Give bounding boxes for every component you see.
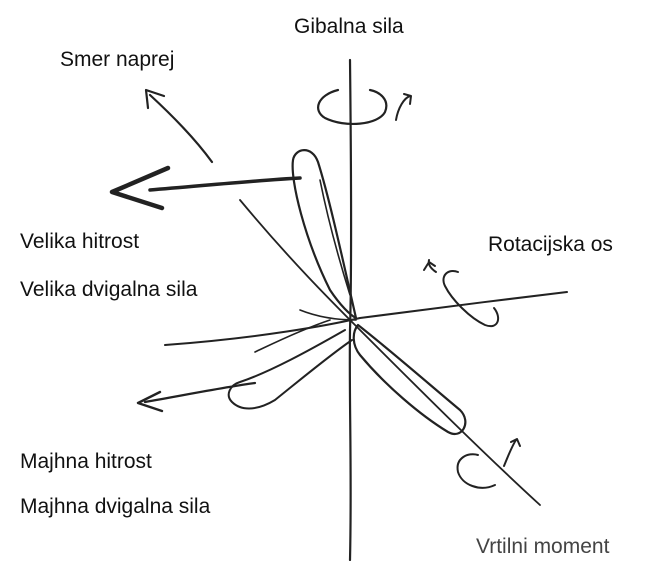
low-speed-label: Majhna hitrost [20, 450, 152, 473]
motive-force-label: Gibalna sila [294, 15, 404, 38]
horizontal-axis [164, 291, 568, 346]
propeller-blade-left [227, 329, 353, 410]
torque-axis [239, 199, 541, 506]
forward-direction-label: Smer naprej [60, 48, 175, 71]
rotation-arrow-bottom [503, 438, 521, 467]
hub-stroke [299, 309, 357, 321]
forward-direction-arrow [148, 93, 214, 164]
rotation-arrow-top [395, 93, 412, 121]
high-speed-arrow-shaft [148, 176, 302, 192]
high-lift-label: Velika dvigalna sila [20, 278, 198, 301]
propeller-blade-upper [291, 149, 358, 320]
high-speed-arrow-head [109, 165, 171, 211]
rotation-loop-top [317, 88, 388, 125]
propeller-blade-lower [352, 323, 467, 435]
rotation-axis-label: Rotacijska os [488, 233, 613, 256]
rotation-loop-bottom [456, 453, 496, 489]
rotation-arrow-right [423, 259, 437, 273]
rotation-loop-right [442, 270, 500, 328]
low-lift-label: Majhna dvigalna sila [20, 495, 211, 518]
forward-direction-arrow-head [144, 88, 166, 110]
high-speed-label: Velika hitrost [20, 230, 140, 253]
low-speed-arrow-head [136, 390, 164, 413]
blade-left-stroke [254, 319, 331, 353]
propeller-blade-upper-inner [319, 179, 351, 296]
torque-label: Vrtilni moment [476, 535, 610, 558]
vertical-axis [348, 58, 353, 561]
low-speed-arrow-shaft [143, 381, 257, 404]
